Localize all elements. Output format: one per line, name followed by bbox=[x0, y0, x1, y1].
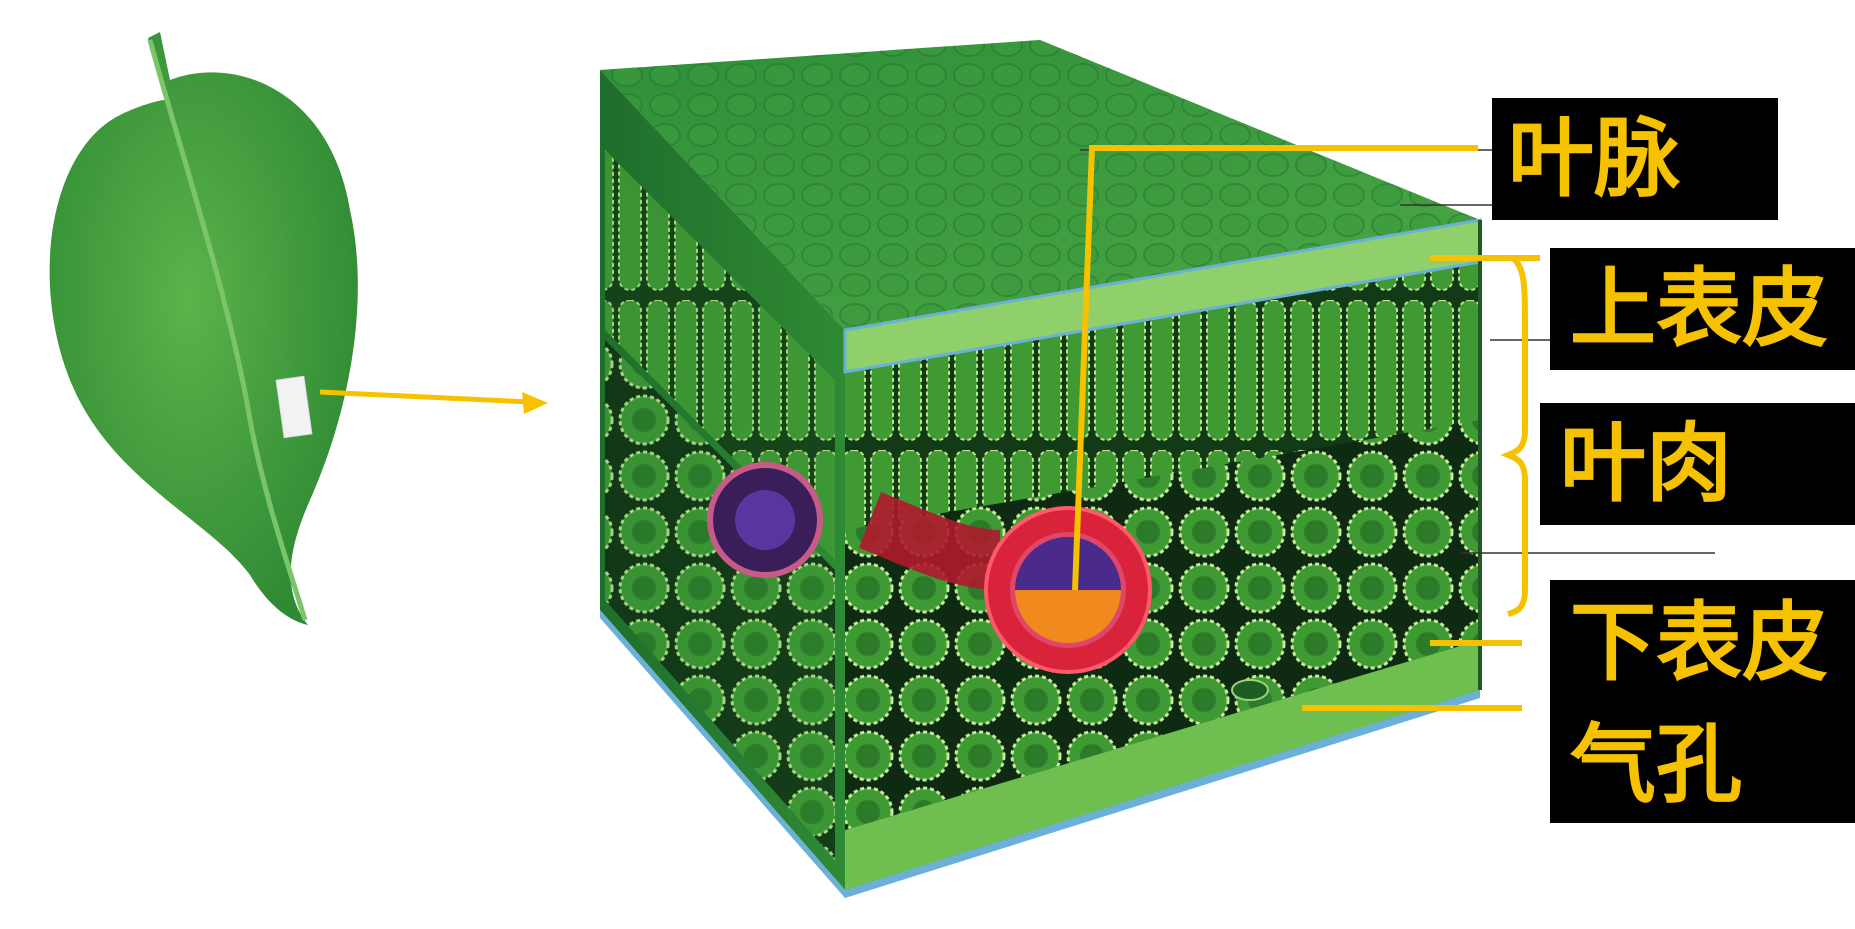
label-upper-epidermis-text: 上表皮 bbox=[1570, 266, 1828, 352]
zoom-arrow bbox=[320, 392, 548, 414]
label-stoma-text: 气孔 bbox=[1570, 722, 1742, 808]
label-stoma: 气孔 bbox=[1550, 706, 1855, 823]
stoma-opening bbox=[1232, 680, 1268, 700]
label-mesophyll-text: 叶肉 bbox=[1560, 421, 1732, 507]
label-mesophyll: 叶肉 bbox=[1540, 403, 1855, 525]
label-lower-epidermis: 下表皮 bbox=[1550, 580, 1855, 706]
label-vein: 叶脉 bbox=[1492, 98, 1778, 220]
label-vein-text: 叶脉 bbox=[1508, 116, 1680, 202]
side-vein-bundle bbox=[710, 465, 820, 575]
whole-leaf-illustration bbox=[50, 32, 358, 625]
label-lower-epidermis-text: 下表皮 bbox=[1570, 600, 1828, 686]
label-upper-epidermis: 上表皮 bbox=[1550, 248, 1855, 370]
leaf-cross-section-block bbox=[600, 40, 1480, 898]
mesophyll-bracket bbox=[1508, 258, 1525, 614]
